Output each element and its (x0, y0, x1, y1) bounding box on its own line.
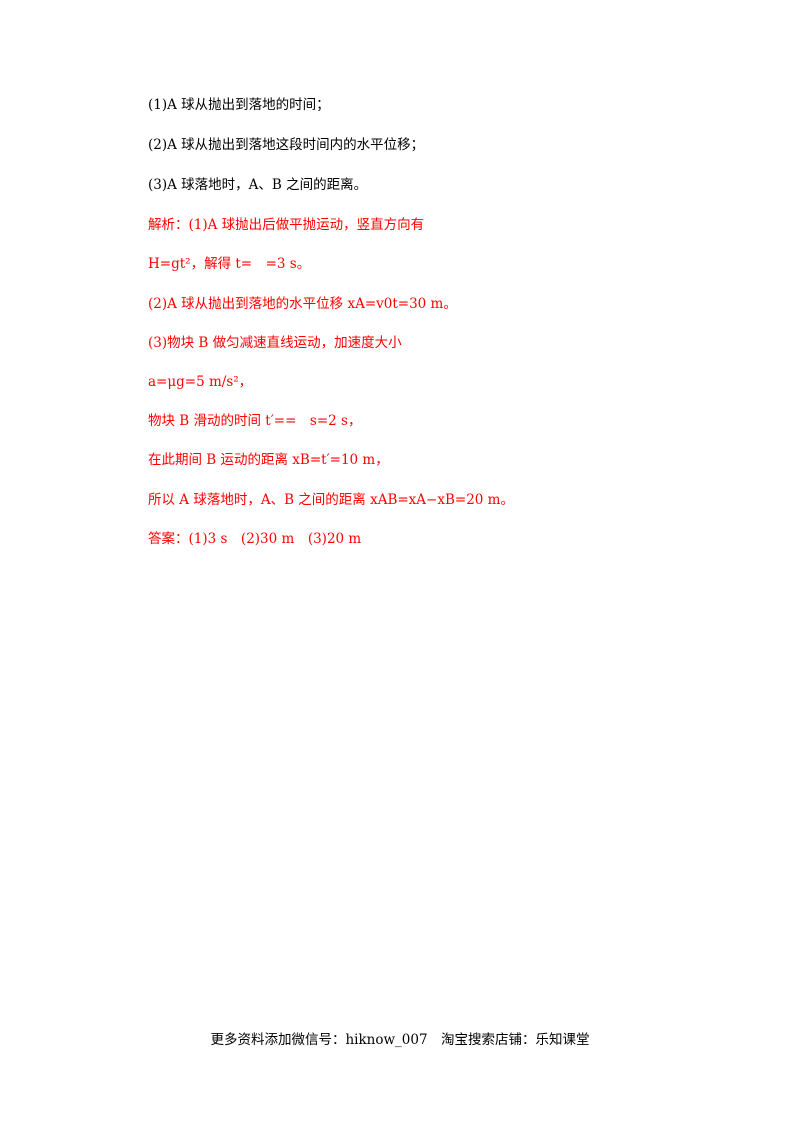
solution-intro: 解析：(1)A 球抛出后做平抛运动，竖直方向有 (148, 217, 425, 233)
solution-deceleration: (3)物块 B 做匀减速直线运动，加速度大小 (148, 335, 402, 351)
question-2: (2)A 球从抛出到落地这段时间内的水平位移； (148, 137, 425, 153)
solution-acceleration-value: a=μg=5 m/s²， (148, 374, 253, 390)
solution-equation-time: H=gt²，解得 t= =3 s。 (148, 256, 311, 272)
question-1: (1)A 球从抛出到落地的时间； (148, 97, 330, 113)
solution-displacement: (2)A 球从抛出到落地的水平位移 xA=v0t=30 m。 (148, 296, 457, 312)
answer-line: 答案：(1)3 s (2)30 m (3)20 m (148, 531, 362, 547)
footer-note: 更多资料添加微信号：hiknow_007 淘宝搜索店铺：乐知课堂 (210, 1032, 590, 1048)
question-3: (3)A 球落地时，A、B 之间的距离。 (148, 177, 368, 193)
solution-distance-b: 在此期间 B 运动的距离 xB=t′=10 m， (148, 452, 389, 468)
solution-slide-time: 物块 B 滑动的时间 t′== s=2 s， (148, 413, 362, 429)
solution-distance-ab: 所以 A 球落地时，A、B 之间的距离 xAB=xA−xB=20 m。 (148, 492, 514, 508)
